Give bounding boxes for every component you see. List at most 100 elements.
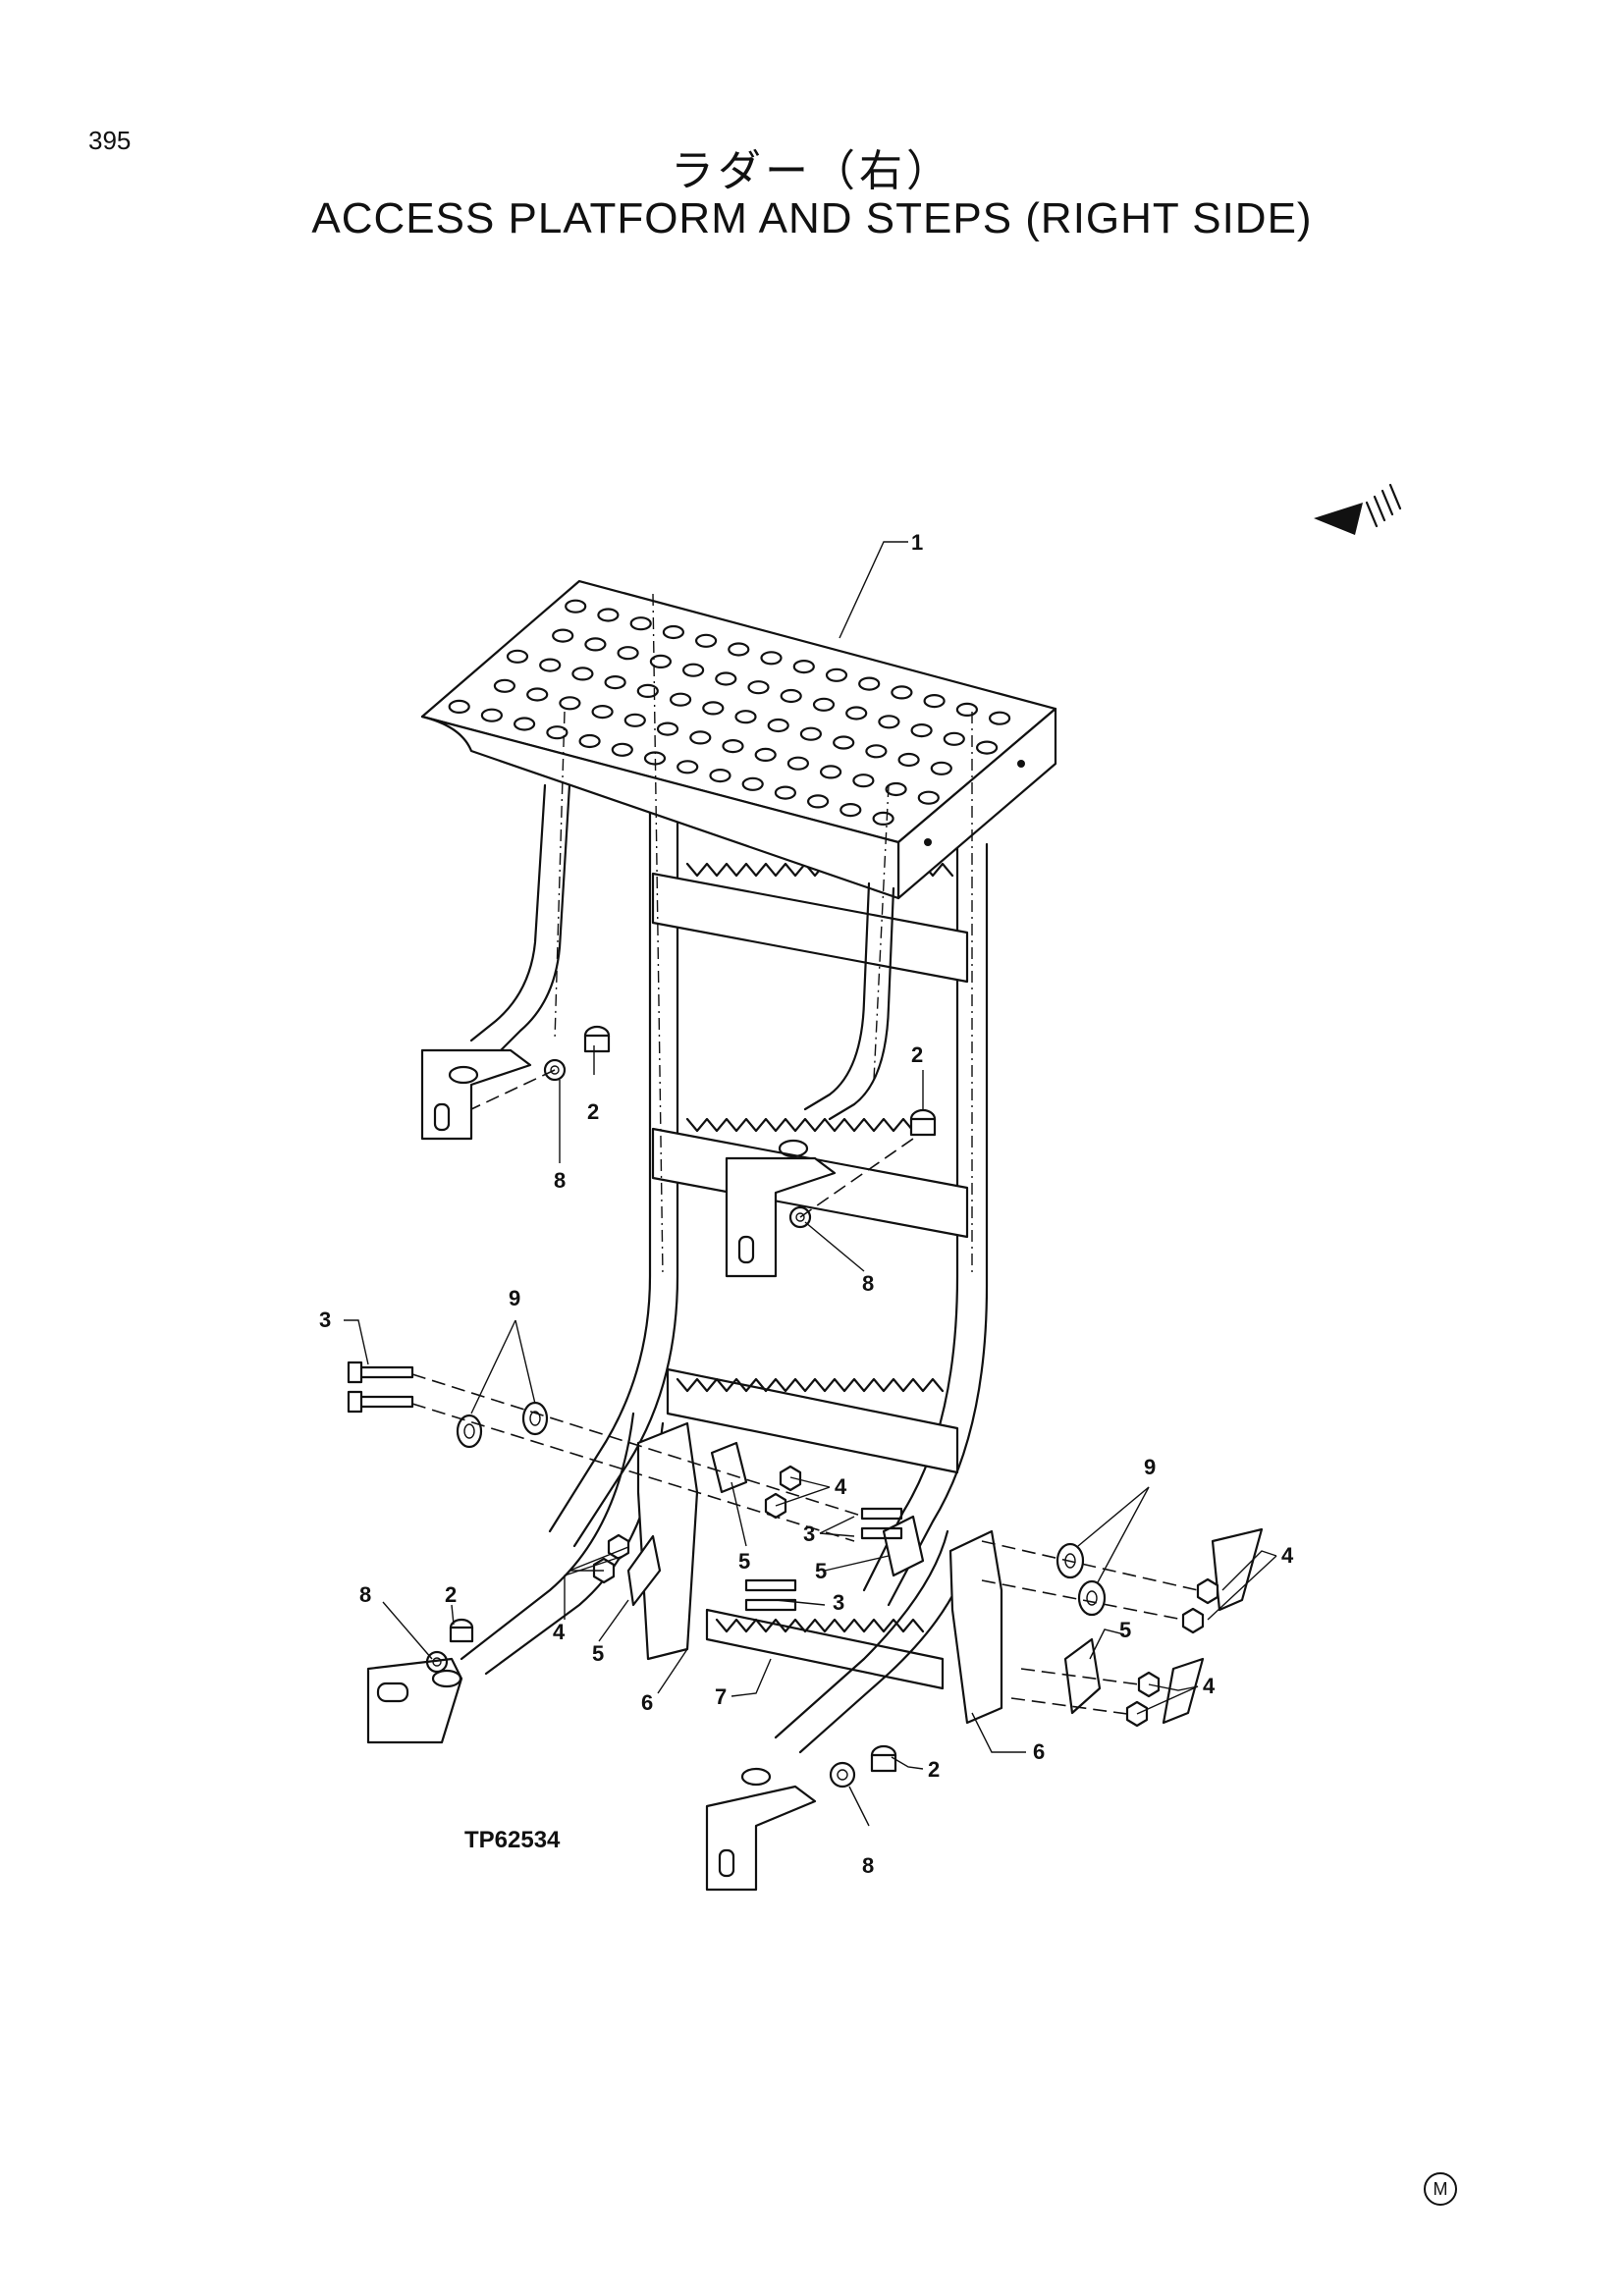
bolt-part-3: [347, 1361, 903, 1612]
platform-hole: [988, 711, 1011, 725]
platform-hole: [480, 708, 503, 722]
callout-2: 2: [928, 1757, 940, 1782]
callout-5: 5: [1119, 1618, 1131, 1642]
platform-hole: [865, 744, 888, 759]
platform-hole: [786, 756, 810, 771]
callout-2: 2: [445, 1582, 457, 1607]
page-number: 395: [88, 126, 132, 155]
step-bottom-part-7: [705, 1608, 945, 1690]
platform-hole: [754, 747, 777, 763]
platform-hole: [930, 761, 952, 775]
callout-6: 6: [641, 1690, 653, 1715]
callout-8: 8: [862, 1271, 874, 1296]
foot-bracket-lower-left: [366, 1657, 463, 1744]
callout-6: 6: [1033, 1739, 1045, 1764]
platform-hole: [833, 735, 855, 750]
title-english: ACCESS PLATFORM AND STEPS (RIGHT SIDE): [311, 194, 1313, 242]
reference-code: TP62534: [464, 1827, 561, 1853]
platform-hole: [975, 740, 999, 755]
platform-hole: [681, 663, 705, 677]
platform-hole: [702, 701, 725, 716]
callout-1: 1: [911, 530, 923, 555]
platform-hole: [715, 671, 737, 686]
platform-hole: [792, 659, 815, 674]
platform-hole: [806, 794, 830, 809]
platform-hole: [604, 674, 626, 690]
platform-hole: [780, 688, 802, 704]
bolt-part-2: [449, 1025, 937, 1773]
platform-hole: [897, 752, 920, 768]
callout-3: 3: [803, 1522, 815, 1546]
callout-labels: 1 2 2 2 2 3 3 3 4 4 4 4 5 5 5 5 6 6 7 8 …: [319, 530, 1294, 1878]
platform-hole: [722, 738, 744, 754]
platform-hole: [546, 725, 568, 740]
platform-hole: [825, 667, 848, 682]
platform-hole: [669, 692, 692, 707]
platform-hole: [526, 687, 549, 702]
platform-hole: [649, 654, 673, 669]
callout-2: 2: [587, 1099, 599, 1124]
ladder-frame-rear: [548, 803, 989, 1607]
platform-hole: [923, 693, 946, 709]
platform-hole: [872, 811, 894, 827]
callout-7: 7: [715, 1684, 727, 1709]
foot-bracket-lower-center: [705, 1767, 817, 1892]
platform-hole: [885, 781, 907, 797]
platform-hole: [623, 713, 646, 727]
platform-hole: [611, 742, 633, 757]
platform-hole: [493, 678, 516, 693]
platform-hole: [617, 646, 639, 661]
platform-hole: [917, 790, 940, 805]
callout-8: 8: [862, 1853, 874, 1878]
platform-hole: [656, 721, 679, 736]
platform-hole: [728, 642, 750, 657]
washer-part-8: [425, 1058, 856, 1789]
platform-hole: [845, 706, 868, 721]
title-japanese: ラダー（右）: [671, 146, 953, 196]
platform-hole: [552, 628, 574, 643]
platform-hole: [591, 704, 614, 720]
leader-lines: [344, 541, 1277, 1827]
side-plate-part-6-left: [636, 1421, 699, 1661]
platform-hole: [677, 760, 699, 774]
callout-4: 4: [835, 1474, 847, 1499]
platform-hole: [565, 599, 587, 614]
step-middle: [651, 1117, 969, 1239]
platform-hole: [513, 717, 536, 731]
step-upper: [651, 862, 969, 984]
platform-hole: [819, 765, 842, 779]
access-platform-part-1: [420, 579, 1057, 900]
callout-3: 3: [319, 1308, 331, 1332]
platform-hole: [858, 676, 881, 691]
platform-hole: [910, 722, 933, 738]
step-lower: [666, 1367, 959, 1474]
callout-8: 8: [359, 1582, 371, 1607]
platform-hole: [734, 710, 757, 724]
platform-hole: [774, 785, 797, 800]
platform-hole: [955, 702, 979, 718]
platform-hole: [943, 731, 965, 746]
platform-hole: [578, 733, 601, 749]
platform-hole: [760, 651, 783, 666]
front-direction-arrow-icon: [1314, 483, 1402, 535]
platform-hole: [852, 774, 875, 788]
platform-hole: [747, 680, 770, 695]
callout-5: 5: [738, 1549, 750, 1574]
washer-part-9: [456, 1401, 1107, 1617]
platform-hole: [767, 718, 789, 733]
platform-hole: [891, 685, 913, 700]
callout-4: 4: [553, 1620, 566, 1644]
platform-hole: [662, 624, 685, 640]
callout-5: 5: [815, 1559, 827, 1583]
callout-5: 5: [592, 1641, 604, 1666]
callout-4: 4: [1203, 1674, 1216, 1698]
platform-hole: [799, 726, 823, 741]
callout-9: 9: [1144, 1455, 1156, 1479]
callout-2: 2: [911, 1042, 923, 1067]
foot-bracket-upper-left: [420, 1048, 532, 1141]
platform-hole: [689, 730, 712, 745]
platform-hole: [636, 683, 659, 699]
platform-hole: [571, 667, 594, 681]
callout-8: 8: [554, 1168, 566, 1193]
